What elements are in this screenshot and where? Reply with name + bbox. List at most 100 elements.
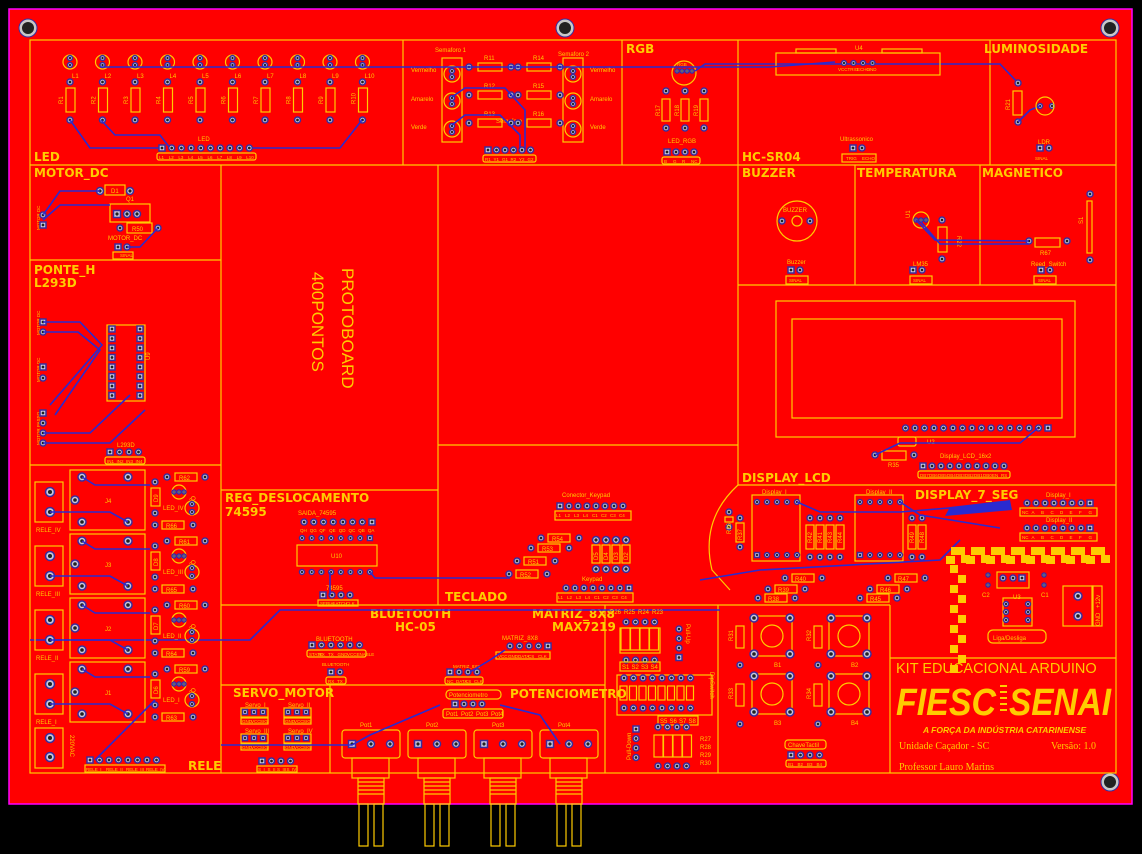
motor-connector-label: MOTOR_DC	[108, 236, 143, 242]
pad-hole	[567, 546, 571, 550]
pad-hole	[138, 337, 142, 340]
pad-hole	[117, 758, 120, 762]
diode-body	[150, 487, 161, 507]
resistor-body	[835, 524, 845, 550]
pad-hole	[209, 146, 212, 150]
pad-hole	[47, 553, 53, 559]
pad-hole	[73, 690, 77, 694]
resistor-body	[764, 593, 788, 603]
ponte-trace	[43, 394, 131, 434]
pin-label-frame	[325, 676, 347, 685]
pad-hole	[295, 736, 299, 740]
pad-hole	[173, 619, 175, 621]
bt-pin-label: GND	[338, 652, 349, 657]
pad-hole	[683, 150, 687, 154]
pad-hole	[930, 464, 934, 468]
checker-square	[1031, 547, 1040, 555]
pad-hole	[1088, 192, 1092, 196]
semaforo-trace	[451, 87, 526, 150]
resistor-body	[876, 584, 900, 594]
lcd-pin-label: DB5	[938, 473, 947, 478]
ponte-side3: MOTOR PASSO	[36, 411, 41, 445]
pad-hole	[136, 758, 139, 762]
checker-square	[1071, 547, 1080, 555]
pad-hole	[110, 365, 114, 369]
pad-hole	[878, 553, 882, 557]
semaforo-1-label: Semaforo 1	[435, 48, 467, 54]
resistor-body	[813, 625, 823, 649]
pad-hole	[178, 555, 180, 557]
pad-hole	[304, 710, 308, 714]
luminosidade-block: R21 LDR SINAL	[1006, 90, 1055, 161]
pad-hole	[808, 516, 812, 520]
semaforo-pin-label: R1	[485, 157, 491, 162]
pad-hole	[788, 674, 792, 678]
magnetico-block: R67 S1 Reed_Switch SINAL	[1031, 200, 1093, 283]
pin-label-frame	[84, 764, 166, 773]
bt-connector-label: BLUETOOTH	[316, 637, 353, 643]
semaforo-2-label: Semaforo 2	[558, 52, 590, 58]
pad-hole	[752, 710, 756, 714]
pad-hole	[573, 586, 577, 590]
pad-hole	[450, 102, 454, 106]
pot-label: Pot3	[492, 723, 505, 729]
ponte-connector-label: L293D	[117, 443, 135, 449]
pad-hole	[961, 426, 964, 430]
pulldown-label: Pull-Down	[627, 733, 633, 760]
resistor-label: R30	[700, 761, 712, 767]
pad-hole	[320, 570, 323, 574]
pad-hole	[516, 121, 520, 125]
checker-square	[950, 645, 958, 653]
servo-pin: GND	[285, 719, 296, 724]
pad-hole	[218, 146, 222, 150]
pad-hole	[571, 124, 575, 128]
resistor-label: R5	[189, 96, 195, 104]
buzzer-block: BUZZER Buzzer SINAL	[776, 200, 818, 283]
rgb-pin-label: B	[664, 159, 667, 164]
pad-hole	[980, 426, 983, 430]
keypad-pin: C2	[601, 513, 607, 518]
pad-hole	[681, 70, 683, 72]
dip-switch	[676, 685, 685, 701]
pad-hole	[252, 710, 256, 714]
rgb-pin-label: G	[673, 159, 677, 164]
led-pin-label: L1	[159, 155, 165, 160]
led-pin-label: L4	[188, 155, 194, 160]
led-outline	[443, 92, 461, 110]
diode-label: D8	[154, 558, 160, 566]
pad-hole	[295, 710, 299, 714]
pad-hole	[153, 672, 157, 676]
resistor-label: R38	[768, 597, 780, 603]
pad-hole	[1065, 239, 1069, 243]
pad-hole	[1004, 602, 1008, 606]
pad-hole	[828, 516, 832, 520]
resistor-label: R43	[828, 531, 834, 543]
pad-hole	[888, 500, 892, 504]
pad-hole	[975, 464, 979, 468]
pad-hole	[153, 511, 157, 515]
pad-hole	[101, 63, 104, 67]
temp-trace	[920, 221, 1029, 245]
diode-body	[611, 544, 621, 564]
pot-shaft	[357, 777, 385, 805]
pad-hole	[634, 756, 638, 759]
resistor-body	[648, 627, 660, 651]
resistor-label: R62	[179, 476, 191, 482]
pad-hole	[951, 426, 955, 430]
pot-shaft	[555, 777, 583, 805]
pad-hole	[501, 742, 505, 746]
pad-hole	[993, 464, 997, 468]
relay-ac-label: 220VAC	[68, 735, 74, 758]
pad-hole	[553, 559, 557, 563]
pad-hole	[940, 257, 944, 261]
pad-hole	[329, 643, 333, 647]
rgb-part-label: RGB	[677, 62, 687, 67]
servo-pin: GND	[285, 745, 296, 750]
pad-hole	[624, 658, 628, 662]
motor-transistor-label: Q1	[126, 197, 135, 203]
pad-hole	[153, 480, 157, 484]
pad-hole	[940, 218, 944, 222]
ultrasonic-connector-label: Ultrassonico	[840, 137, 874, 143]
shift-out-pin: QF	[319, 528, 326, 533]
